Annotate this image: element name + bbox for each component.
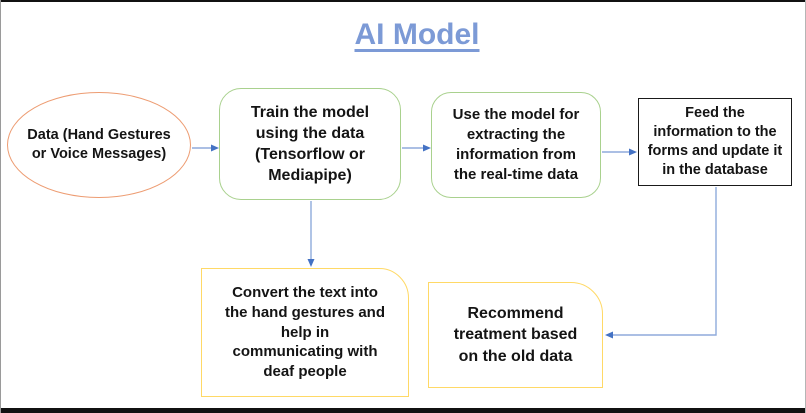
node-recommend-label: Recommend treatment based on the old dat…: [453, 305, 578, 365]
node-data-label: Data (Hand Gestures or Voice Messages): [27, 126, 171, 162]
arrow-feed-to-recommend: [605, 187, 717, 339]
node-feed-information: Feed the information to the forms and up…: [638, 98, 792, 186]
bottom-frame-bar: [1, 408, 805, 413]
node-convert-label: Convert the text into the hand gestures …: [224, 284, 386, 381]
node-use-model: Use the model for extracting the informa…: [431, 92, 601, 198]
top-frame-bar: [1, 0, 805, 2]
node-convert-text: Convert the text into the hand gestures …: [201, 268, 409, 397]
node-use-label: Use the model for extracting the informa…: [452, 106, 580, 183]
node-feed-label: Feed the information to the forms and up…: [647, 104, 783, 179]
node-train-label: Train the model using the data (Tensorfl…: [250, 103, 370, 185]
diagram-title: AI Model: [354, 18, 480, 51]
node-data-ellipse: Data (Hand Gestures or Voice Messages): [7, 92, 191, 198]
node-train-model: Train the model using the data (Tensorfl…: [219, 88, 401, 200]
node-recommend-treatment: Recommend treatment based on the old dat…: [428, 282, 603, 388]
